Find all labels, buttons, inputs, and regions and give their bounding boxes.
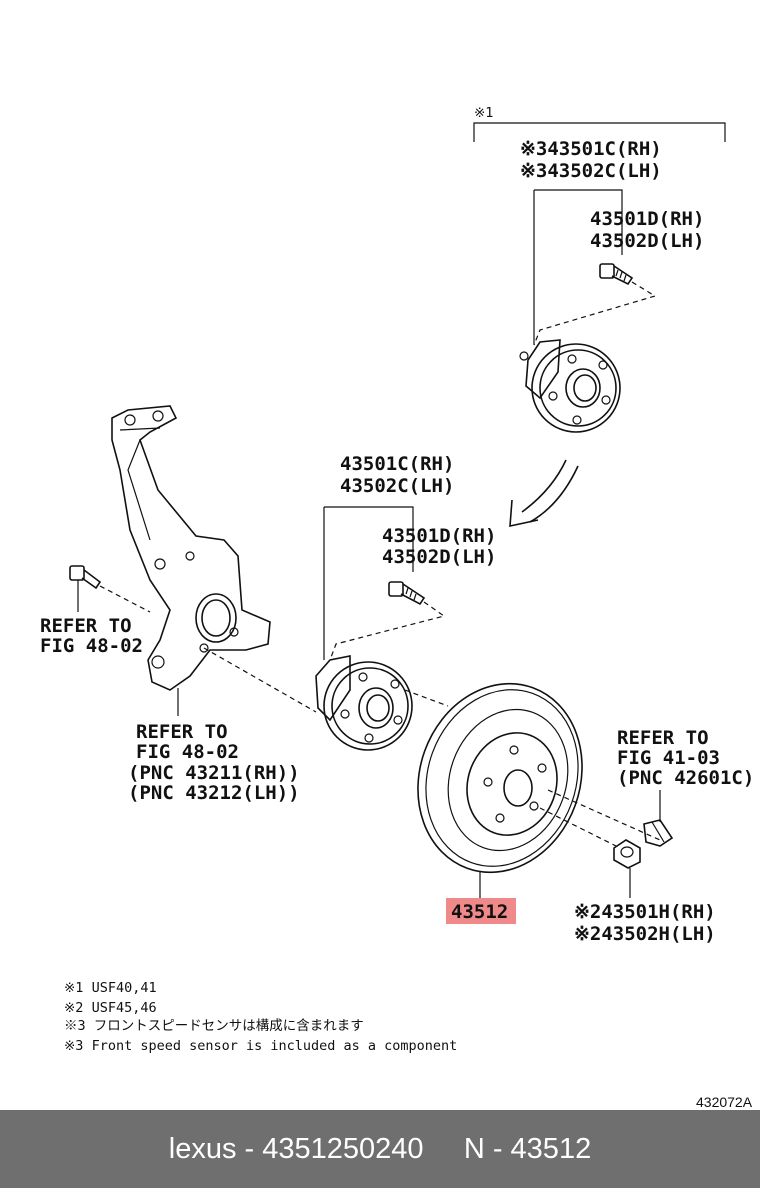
note-3-en: ※3 Front speed sensor is included as a c… <box>64 1038 457 1054</box>
brake-disc <box>417 682 583 874</box>
hub-nut <box>613 839 641 869</box>
top-hub-lh-label[interactable]: ※343502C(LH) <box>520 160 662 182</box>
note-3-ja: ※3 フロントスピードセンサは構成に含まれます <box>64 1018 364 1034</box>
mid-hub-lh-label[interactable]: 43502C(LH) <box>340 475 454 497</box>
caliper-bolt <box>643 819 674 847</box>
parts-diagram: ※1 ※343501C(RH) ※343502C(LH) 43501D(RH) … <box>40 105 754 1110</box>
caliper-ref-line2[interactable]: FIG 41-03 <box>617 747 720 769</box>
mid-hub-bolt <box>388 581 426 606</box>
curved-arrow <box>509 459 579 528</box>
top-hub-rh-label[interactable]: ※343501C(RH) <box>520 138 662 160</box>
mid-hub-assembly <box>315 655 413 751</box>
steering-knuckle <box>111 405 271 691</box>
caliper-ref-line3[interactable]: (PNC 42601C) <box>617 767 754 789</box>
mid-bolt-rh-label[interactable]: 43501D(RH) <box>382 525 496 547</box>
footer-bar: lexus - 4351250240 N - 43512 <box>0 1110 760 1188</box>
note-2: ※2 USF45,46 <box>64 1000 157 1016</box>
mid-hub-rh-label[interactable]: 43501C(RH) <box>340 453 454 475</box>
bracket-note: ※1 <box>474 105 493 121</box>
caliper-ref-line1[interactable]: REFER TO <box>617 727 709 749</box>
footnotes: ※1 USF40,41 ※2 USF45,46 ※3 フロントスピードセンサは構… <box>64 980 457 1054</box>
hub-nut-lh-label[interactable]: ※243502H(LH) <box>574 923 716 945</box>
knuckle-ref-bottom-line2[interactable]: FIG 48-02 <box>136 741 239 763</box>
hub-nut-rh-label[interactable]: ※243501H(RH) <box>574 901 716 923</box>
top-bolt-lh-label[interactable]: 43502D(LH) <box>590 230 704 252</box>
knuckle-ref-left-line2[interactable]: FIG 48-02 <box>40 635 143 657</box>
top-hub-bolt <box>599 263 634 286</box>
top-hub-assembly <box>519 339 621 433</box>
knuckle-ref-bottom-line4[interactable]: (PNC 43212(LH)) <box>128 782 300 804</box>
highlight-part[interactable]: 43512 <box>446 898 516 924</box>
knuckle-ref-bottom-line1[interactable]: REFER TO <box>136 721 228 743</box>
mid-bolt-lh-label[interactable]: 43502D(LH) <box>382 546 496 568</box>
figure-code: 432072A <box>696 1094 753 1110</box>
knuckle-ref-bottom-line3[interactable]: (PNC 43211(RH)) <box>128 762 300 784</box>
knuckle-ref-left-line1[interactable]: REFER TO <box>40 615 132 637</box>
knuckle-bolt <box>69 565 102 590</box>
highlight-part-label[interactable]: 43512 <box>451 901 508 923</box>
top-bolt-rh-label[interactable]: 43501D(RH) <box>590 208 704 230</box>
footer-text: lexus - 4351250240 N - 43512 <box>168 1132 592 1165</box>
note-1: ※1 USF40,41 <box>64 980 157 996</box>
top-bracket: ※1 <box>473 105 726 142</box>
